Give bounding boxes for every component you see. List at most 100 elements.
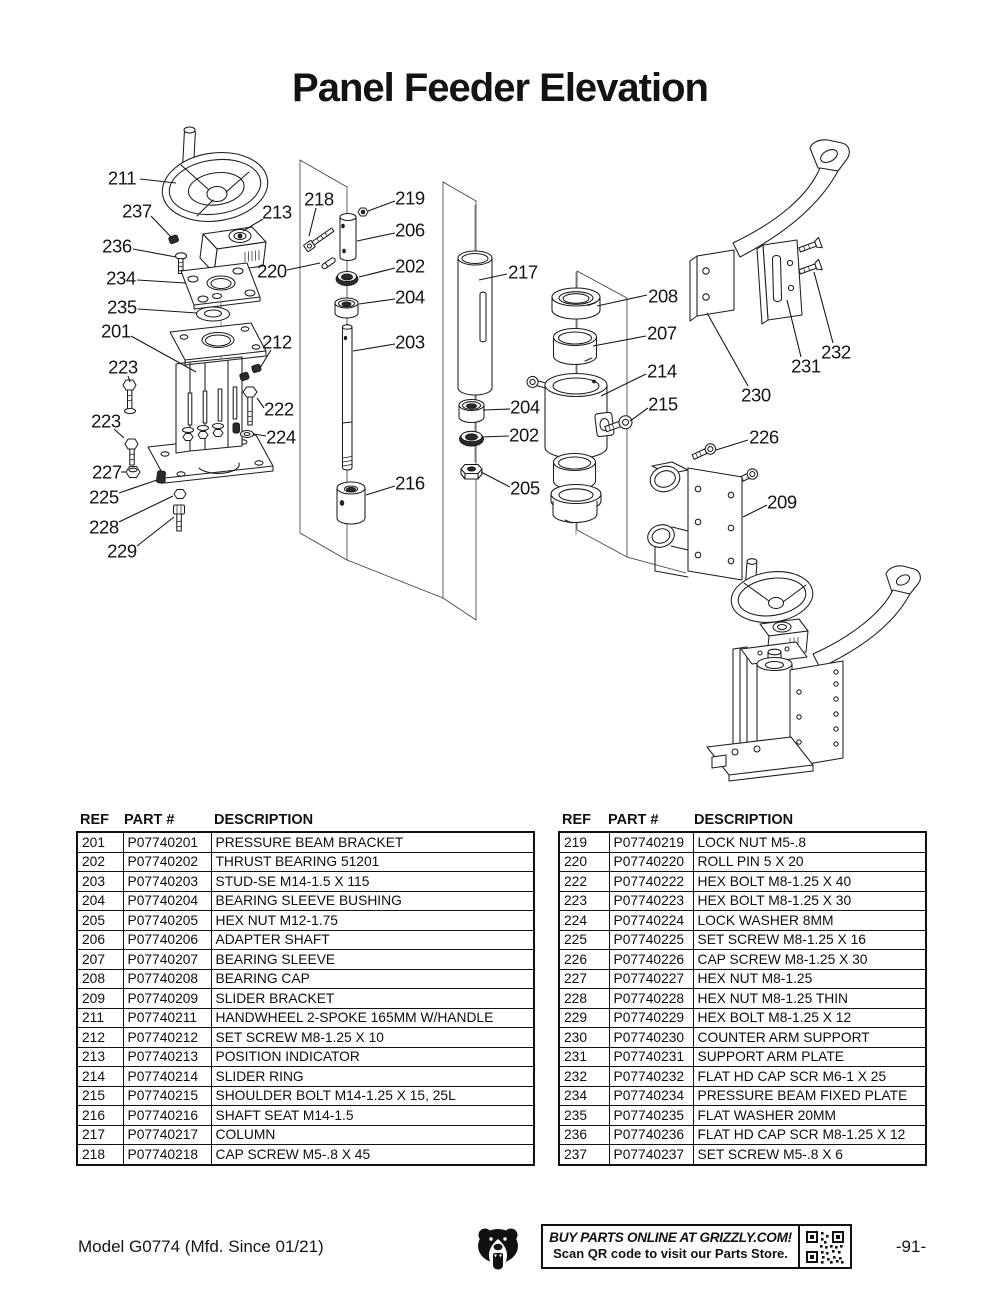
callout-leader: [478, 273, 508, 281]
callout-label: 212: [262, 332, 292, 353]
table-cell: P07740220: [608, 851, 694, 872]
buy-parts-line2: Scan QR code to visit our Parts Store.: [553, 1246, 788, 1261]
callout-leader: [132, 248, 177, 258]
counter-arm-group: [689, 139, 850, 325]
column-stack: [457, 250, 493, 480]
table-cell: 202: [76, 851, 124, 872]
table-header-right: REF PART # DESCRIPTION: [558, 812, 925, 830]
callout-label: 237: [122, 201, 152, 222]
callout-label: 216: [395, 473, 425, 494]
table-cell: 215: [76, 1085, 124, 1106]
table-cell: 203: [76, 871, 124, 892]
callout-label: 202: [395, 256, 425, 277]
table-cell: 224: [558, 910, 610, 931]
table-cell: 226: [558, 949, 610, 970]
callout-leader: [481, 435, 510, 438]
table-cell: 204: [76, 890, 124, 911]
table-cell: P07740201: [122, 831, 212, 853]
table-header-left: REF PART # DESCRIPTION: [76, 812, 533, 830]
table-cell: P07740213: [122, 1046, 212, 1067]
table-cell: P07740228: [608, 988, 694, 1009]
callout-leader: [253, 433, 267, 437]
callout-leader: [706, 312, 749, 387]
table-cell: HEX NUT M12-1.75: [210, 910, 535, 931]
callout-leader: [356, 232, 396, 242]
table-cell: P07740225: [608, 929, 694, 950]
table-cell: P07740216: [122, 1105, 212, 1126]
table-cell: CAP SCREW M5-.8 X 45: [210, 1144, 535, 1165]
table-cell: HEX BOLT M8-1.25 X 12: [692, 1007, 927, 1028]
table-cell: P07740235: [608, 1105, 694, 1126]
callout-leader: [592, 335, 647, 347]
table-cell: BEARING CAP: [210, 968, 535, 989]
table-cell: HEX NUT M8-1.25: [692, 968, 927, 989]
col-header-part: PART #: [608, 812, 659, 828]
table-cell: P07740203: [122, 871, 212, 892]
callout-label: 209: [767, 492, 797, 513]
callout-label: 214: [647, 361, 677, 382]
col-header-ref: REF: [562, 812, 591, 828]
callout-leader: [150, 215, 173, 239]
table-cell: PRESSURE BEAM FIXED PLATE: [692, 1085, 927, 1106]
callout-leader: [118, 479, 158, 494]
page-number: -91-: [895, 1237, 927, 1256]
callout-leader: [482, 408, 511, 411]
phantom-planes: [299, 159, 687, 621]
table-cell: PRESSURE BEAM BRACKET: [210, 831, 535, 853]
callout-leader: [786, 299, 802, 358]
callout-label: 234: [106, 268, 136, 289]
col-header-desc: DESCRIPTION: [214, 812, 314, 828]
bracket-fasteners: [122, 363, 262, 532]
callout-label: 230: [741, 385, 771, 406]
callout-label: 213: [262, 202, 292, 223]
col-header-desc: DESCRIPTION: [694, 812, 794, 828]
table-cell: POSITION INDICATOR: [210, 1046, 535, 1067]
callout-label: 228: [89, 517, 119, 538]
callout-leader: [813, 271, 834, 344]
table-cell: P07740226: [608, 949, 694, 970]
table-cell: 222: [558, 871, 610, 892]
table-cell: P07740206: [122, 929, 212, 950]
table-cell: FLAT HD CAP SCR M8-1.25 X 12: [692, 1124, 927, 1145]
callout-label: 226: [749, 427, 779, 448]
table-cell: SET SCREW M8-1.25 X 16: [692, 929, 927, 950]
callout-label: 218: [304, 189, 334, 210]
table-cell: P07740214: [122, 1066, 212, 1087]
col-header-ref: REF: [80, 812, 109, 828]
callout-label: 223: [91, 411, 121, 432]
callout-label: 203: [395, 332, 425, 353]
table-cell: P07740236: [608, 1124, 694, 1145]
table-cell: 229: [558, 1007, 610, 1028]
table-cell: HEX BOLT M8-1.25 X 40: [692, 871, 927, 892]
callout-label: 211: [108, 168, 136, 189]
table-cell: SHOULDER BOLT M14-1.25 X 15, 25L: [210, 1085, 535, 1106]
table-cell: 205: [76, 910, 124, 931]
table-cell: 216: [76, 1105, 124, 1126]
table-cell: LOCK NUT M5-.8: [692, 831, 927, 853]
table-cell: P07740215: [122, 1085, 212, 1106]
table-cell: 236: [558, 1124, 610, 1145]
table-cell: SET SCREW M8-1.25 X 10: [210, 1027, 535, 1048]
callout-label: 206: [395, 220, 425, 241]
callout-leader: [139, 178, 177, 184]
callout-label: 217: [508, 262, 538, 283]
